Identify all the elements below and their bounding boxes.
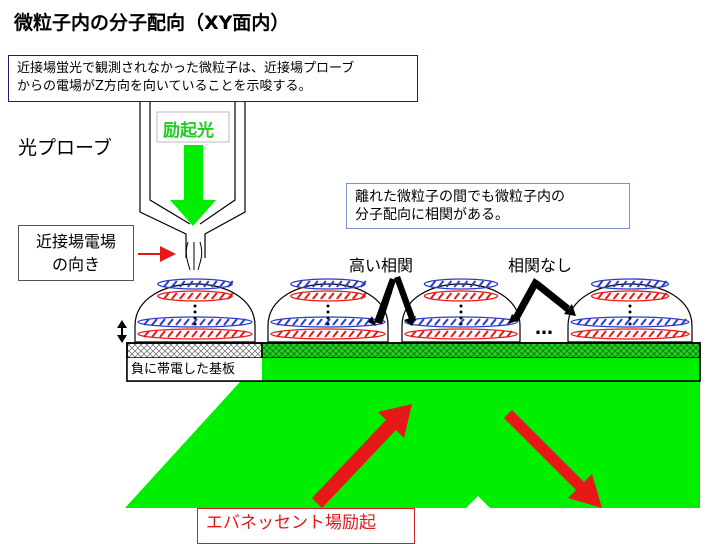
note-line: からの電場がZ方向を向いていることを示唆する。	[17, 79, 312, 94]
substrate-left	[126, 342, 263, 359]
z-arrow-icon	[117, 320, 127, 343]
substrate-label: 負に帯電した基板	[131, 362, 236, 377]
evanescent-label: エバネッセント場励起	[206, 513, 376, 533]
excitation-label: 励起光	[163, 121, 214, 141]
note-correlation: 離れた微粒子の間でも微粒子内の 分子配向に相関がある。	[346, 183, 630, 229]
evanescent-field-region	[125, 360, 700, 508]
note-line: 近接場蛍光で観測されなかった微粒子は、近接場プローブ	[17, 61, 355, 76]
probe-label: 光プローブ	[18, 137, 112, 159]
note-unobserved-particles: 近接場蛍光で観測されなかった微粒子は、近接場プローブ からの電場がZ方向を向いて…	[8, 55, 418, 102]
note-line: 分子配向に相関がある。	[355, 207, 509, 223]
label-high-correlation: 高い相関	[349, 256, 414, 275]
probe-tip	[139, 100, 246, 258]
label-no-correlation: 相関なし	[508, 256, 573, 275]
microparticle	[134, 278, 256, 343]
evanescent-excitation-box: エバネッセント場励起	[197, 508, 415, 544]
near-field-line: 近接場電場	[35, 232, 116, 251]
microparticle	[567, 278, 693, 343]
near-field-lines-icon	[185, 241, 203, 271]
note-line: 離れた微粒子の間でも微粒子内の	[355, 189, 565, 205]
excitation-label-frame	[156, 111, 230, 143]
microparticle	[401, 278, 521, 343]
ellipsis-dots: …	[535, 318, 553, 339]
near-field-line: の向き	[51, 255, 100, 274]
page-title: 微粒子内の分子配向（XY面内）	[14, 12, 290, 34]
substrate-right	[261, 342, 701, 359]
correlation-arrows	[368, 276, 576, 326]
microparticle	[267, 278, 389, 343]
evanescent-arrows	[312, 404, 602, 508]
near-field-direction-box: 近接場電場 の向き	[18, 225, 134, 281]
excitation-arrow-icon	[170, 145, 216, 226]
